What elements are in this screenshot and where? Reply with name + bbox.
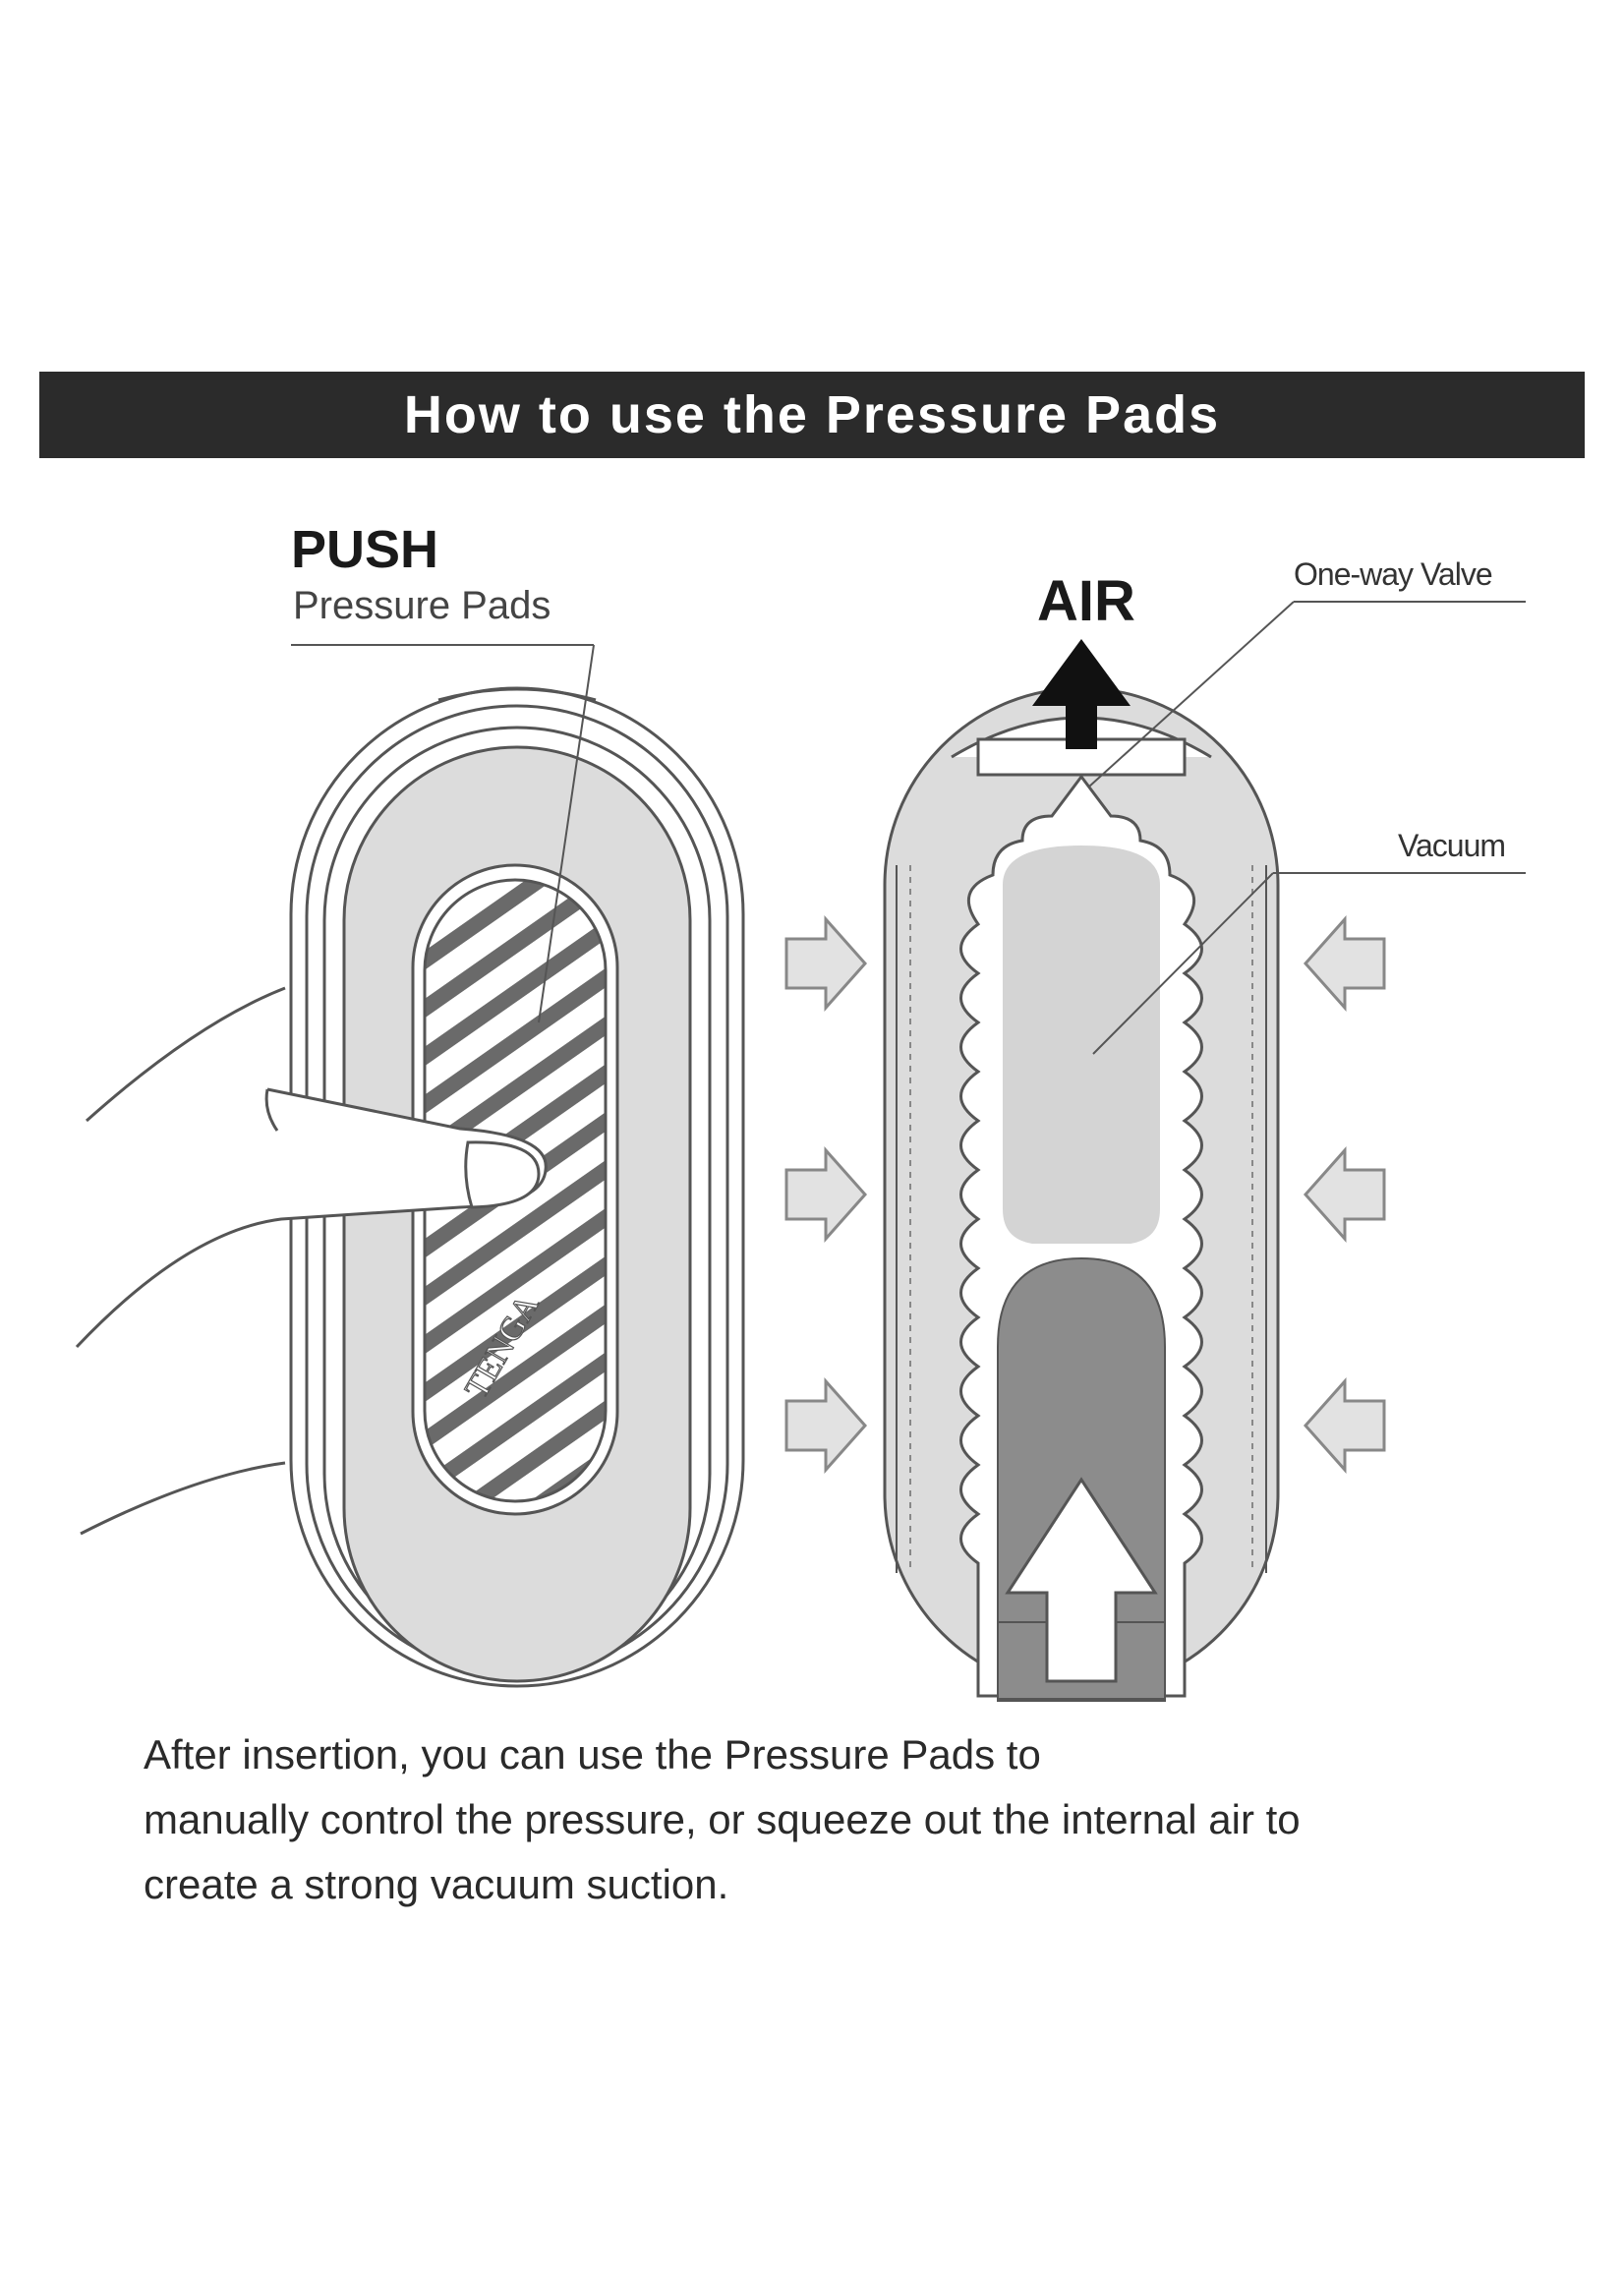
vacuum-region <box>1003 845 1160 1244</box>
squeeze-arrow-left-3 <box>784 1377 868 1474</box>
squeeze-arrows-right <box>1303 915 1386 1474</box>
push-label: PUSH <box>291 520 439 579</box>
hand <box>75 986 548 1536</box>
squeeze-arrow-right-3 <box>1303 1377 1386 1474</box>
insertion-arrow <box>1005 1477 1158 1683</box>
squeeze-arrow-left-2 <box>784 1146 868 1243</box>
title-banner: How to use the Pressure Pads <box>39 372 1585 458</box>
pads-pointer-line <box>538 644 595 1023</box>
caption-line-1: After insertion, you can use the Pressur… <box>144 1731 1041 1778</box>
squeeze-arrows-left <box>784 915 868 1474</box>
squeeze-arrow-left-1 <box>784 915 868 1012</box>
air-label: AIR <box>1037 569 1135 633</box>
caption-line-3: create a strong vacuum suction. <box>144 1861 729 1907</box>
fingernail <box>464 1140 541 1209</box>
vacuum-pointer-line <box>1092 872 1274 1055</box>
right-cross-section-figure <box>883 601 1526 1702</box>
squeeze-arrow-right-2 <box>1303 1146 1386 1243</box>
vacuum-label: Vacuum <box>1398 828 1506 863</box>
device-top-cap <box>437 687 597 702</box>
valve-pointer-line <box>1088 601 1295 787</box>
one-way-valve-label: One-way Valve <box>1294 556 1493 592</box>
air-arrow <box>1032 639 1131 749</box>
instruction-caption: After insertion, you can use the Pressur… <box>144 1722 1539 1917</box>
caption-line-2: manually control the pressure, or squeez… <box>144 1796 1301 1842</box>
left-device-figure: TENGA <box>75 644 745 1688</box>
pressure-pads-label: Pressure Pads <box>293 584 551 627</box>
banner-title: How to use the Pressure Pads <box>403 385 1221 444</box>
squeeze-arrow-right-1 <box>1303 915 1386 1012</box>
